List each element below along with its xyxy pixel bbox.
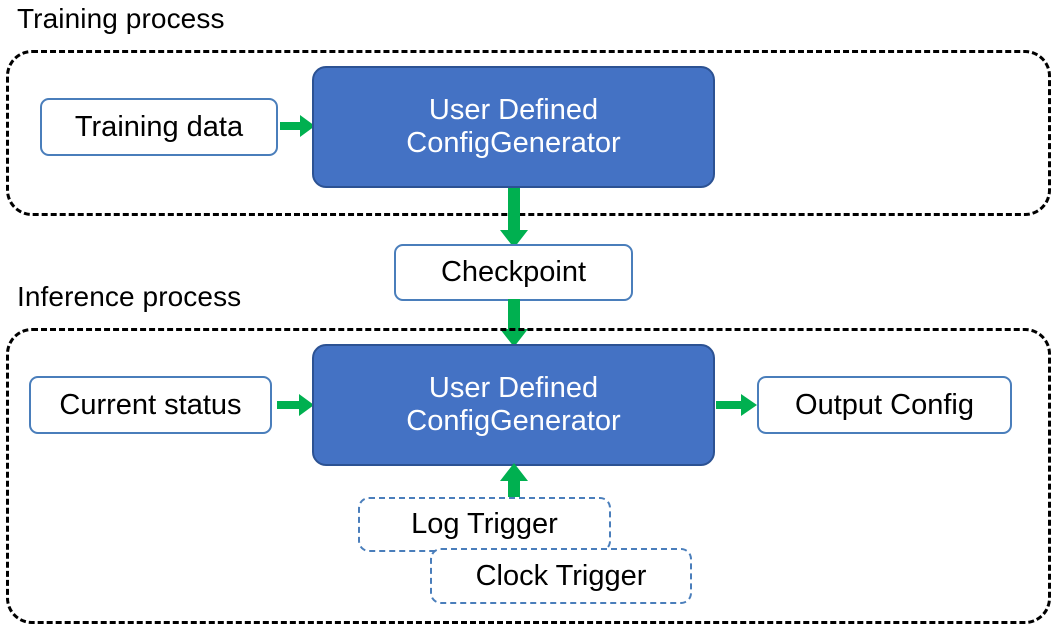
inference-generator-line1: User Defined [428, 371, 599, 404]
arrow-generator-to-output-config [716, 390, 758, 420]
inference-config-generator-box[interactable]: User Defined ConfigGenerator [312, 344, 715, 466]
checkpoint-box[interactable]: Checkpoint [394, 244, 633, 301]
training-config-generator-box[interactable]: User Defined ConfigGenerator [312, 66, 715, 188]
training-generator-line2: ConfigGenerator [406, 127, 621, 159]
clock-trigger-box[interactable]: Clock Trigger [430, 548, 692, 604]
arrow-current-status-to-generator [277, 390, 315, 420]
current-status-label: Current status [59, 388, 242, 421]
log-trigger-box[interactable]: Log Trigger [358, 497, 611, 552]
training-data-label: Training data [74, 110, 244, 143]
training-process-title: Training process [17, 3, 225, 34]
training-generator-line1: User Defined [428, 93, 599, 126]
log-trigger-label: Log Trigger [411, 508, 558, 540]
arrow-training-data-to-generator [280, 111, 316, 141]
output-config-label: Output Config [795, 388, 974, 421]
arrow-trigger-to-generator [498, 463, 530, 505]
arrow-checkpoint-to-inference-generator [498, 299, 530, 349]
output-config-box[interactable]: Output Config [757, 376, 1012, 434]
current-status-box[interactable]: Current status [29, 376, 272, 434]
arrow-generator-to-checkpoint [498, 188, 530, 250]
training-process-container [6, 50, 1051, 216]
inference-process-container [6, 328, 1051, 624]
clock-trigger-label: Clock Trigger [475, 559, 647, 592]
inference-generator-line2: ConfigGenerator [406, 405, 621, 437]
inference-process-title: Inference process [17, 281, 242, 312]
training-data-box[interactable]: Training data [40, 98, 278, 156]
checkpoint-label: Checkpoint [440, 256, 587, 288]
